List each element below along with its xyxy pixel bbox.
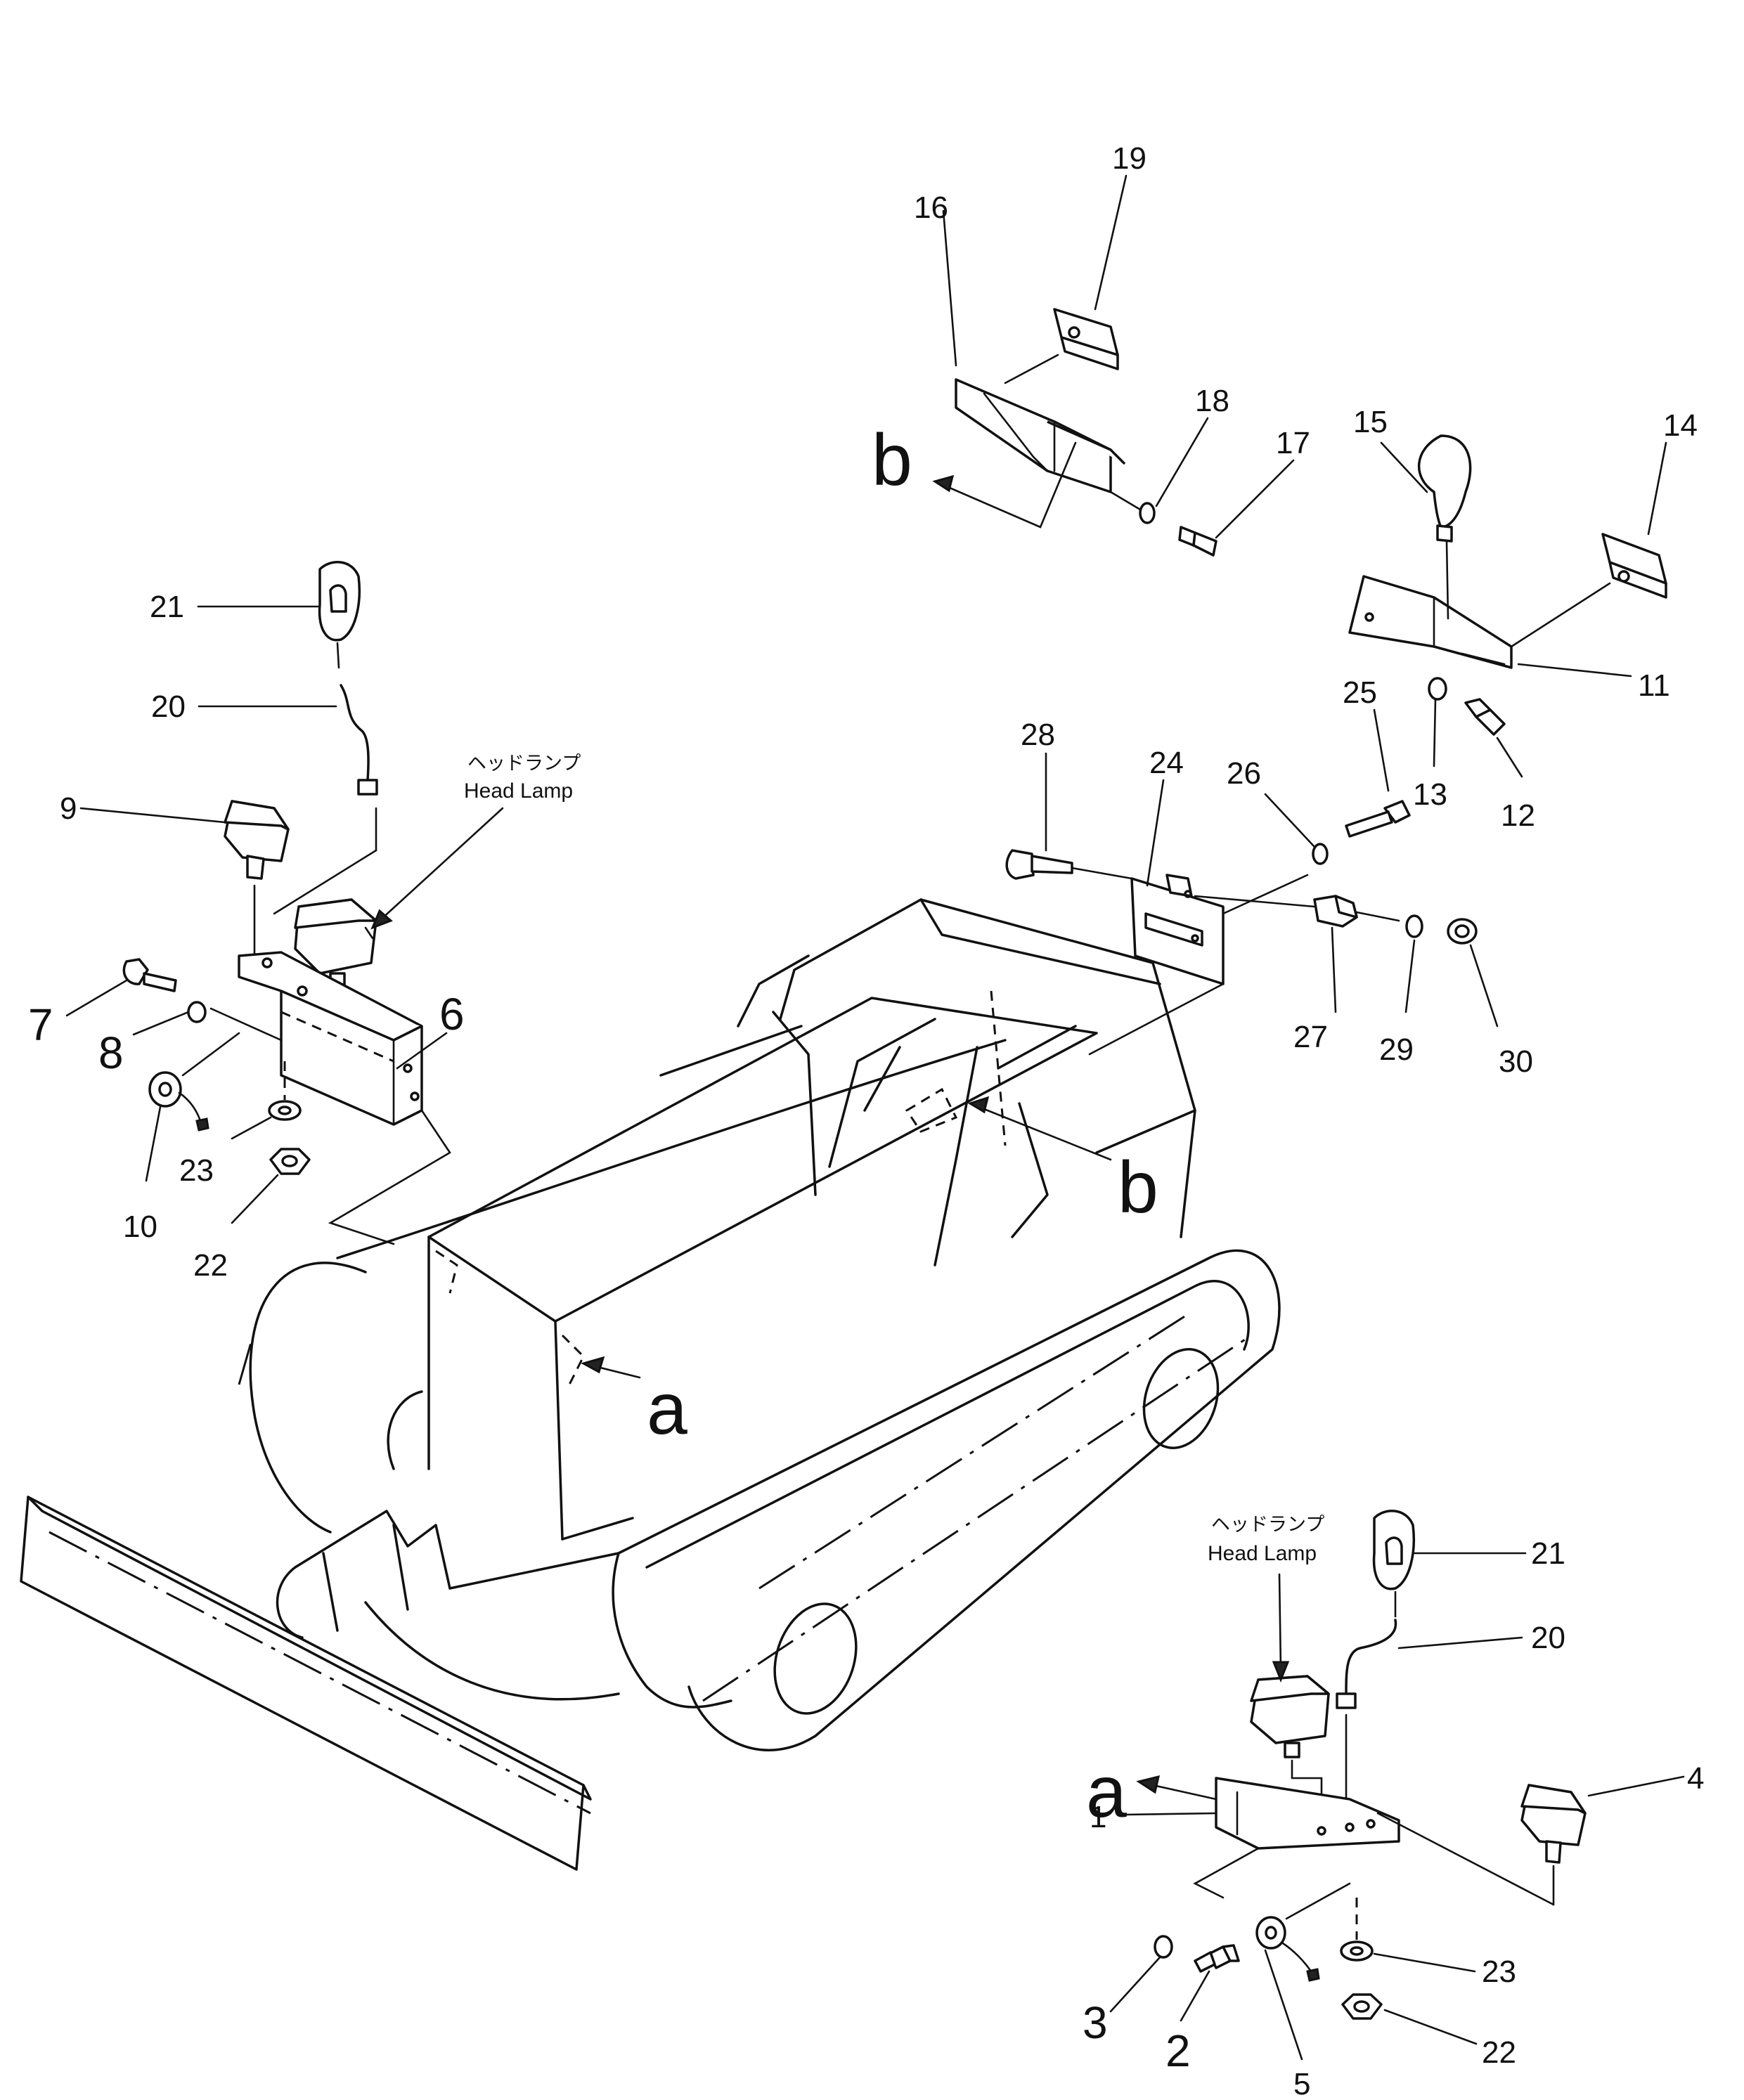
callout-28: 28: [1021, 718, 1055, 752]
view-arrow-b-machine: [967, 1096, 1112, 1161]
callout-13: 13: [1413, 777, 1447, 812]
callout-15: 15: [1353, 405, 1388, 439]
head-lamp-label-en-left: Head Lamp: [464, 779, 573, 803]
callout-20-left: 20: [151, 689, 186, 724]
callout-23-left: 23: [179, 1153, 214, 1188]
callout-1: 1: [1090, 1800, 1106, 1834]
leader-lines: [65, 174, 1685, 2061]
callout-numbers: 1 2 3 4 5 6 7 8 9 10 11 12 13 14 15 16 1…: [28, 141, 1704, 2100]
callout-10: 10: [123, 1210, 157, 1244]
callout-19: 19: [1112, 141, 1146, 176]
callout-16: 16: [914, 190, 948, 225]
callout-17: 17: [1276, 426, 1310, 460]
bulldozer-body: [20, 898, 1281, 1871]
callout-2: 2: [1165, 2026, 1191, 2076]
mount-plate-assembly: [1005, 800, 1478, 1056]
head-lamp-label-jp-left: ヘッドランプ: [467, 753, 581, 774]
callout-9: 9: [60, 791, 77, 826]
callout-29: 29: [1379, 1032, 1414, 1067]
view-label-b-machine: b: [1118, 1147, 1158, 1229]
head-lamp-label-jp-right: ヘッドランプ: [1211, 1514, 1324, 1535]
callout-6: 6: [439, 989, 465, 1039]
top-bracket-assembly: [932, 308, 1217, 557]
callout-12: 12: [1501, 798, 1535, 833]
callout-23-right: 23: [1482, 1955, 1516, 1989]
view-label-b-top: b: [872, 420, 912, 501]
callout-27: 27: [1293, 1020, 1328, 1054]
head-lamp-label-en-right: Head Lamp: [1208, 1542, 1317, 1565]
callout-18: 18: [1195, 384, 1229, 418]
callout-8: 8: [98, 1028, 124, 1078]
right-lamp-assembly: [1136, 1510, 1587, 2020]
callout-14: 14: [1663, 408, 1698, 443]
head-lamp-arrow-left: [370, 807, 504, 930]
callout-26: 26: [1227, 756, 1261, 791]
callout-21-left: 21: [150, 590, 184, 624]
callout-21-right: 21: [1531, 1536, 1565, 1571]
callout-22-left: 22: [193, 1248, 228, 1283]
view-label-a-machine: a: [647, 1368, 687, 1450]
callout-25: 25: [1343, 675, 1377, 710]
callout-4: 4: [1687, 1761, 1704, 1796]
callout-24: 24: [1149, 746, 1184, 780]
callout-5: 5: [1293, 2067, 1310, 2100]
head-lamp-arrow-right: [1272, 1573, 1290, 1683]
callout-3: 3: [1083, 1997, 1108, 2048]
callout-20-right: 20: [1531, 1621, 1565, 1655]
right-bracket-assembly: [1348, 434, 1667, 736]
callout-30: 30: [1499, 1044, 1533, 1079]
callout-7: 7: [28, 999, 53, 1050]
view-label-a-right: a: [1086, 1751, 1127, 1833]
callout-11: 11: [1638, 668, 1670, 703]
callout-22-right: 22: [1482, 2035, 1516, 2070]
left-lamp-assembly: [122, 561, 451, 1245]
view-arrow-a-machine: [581, 1356, 641, 1379]
